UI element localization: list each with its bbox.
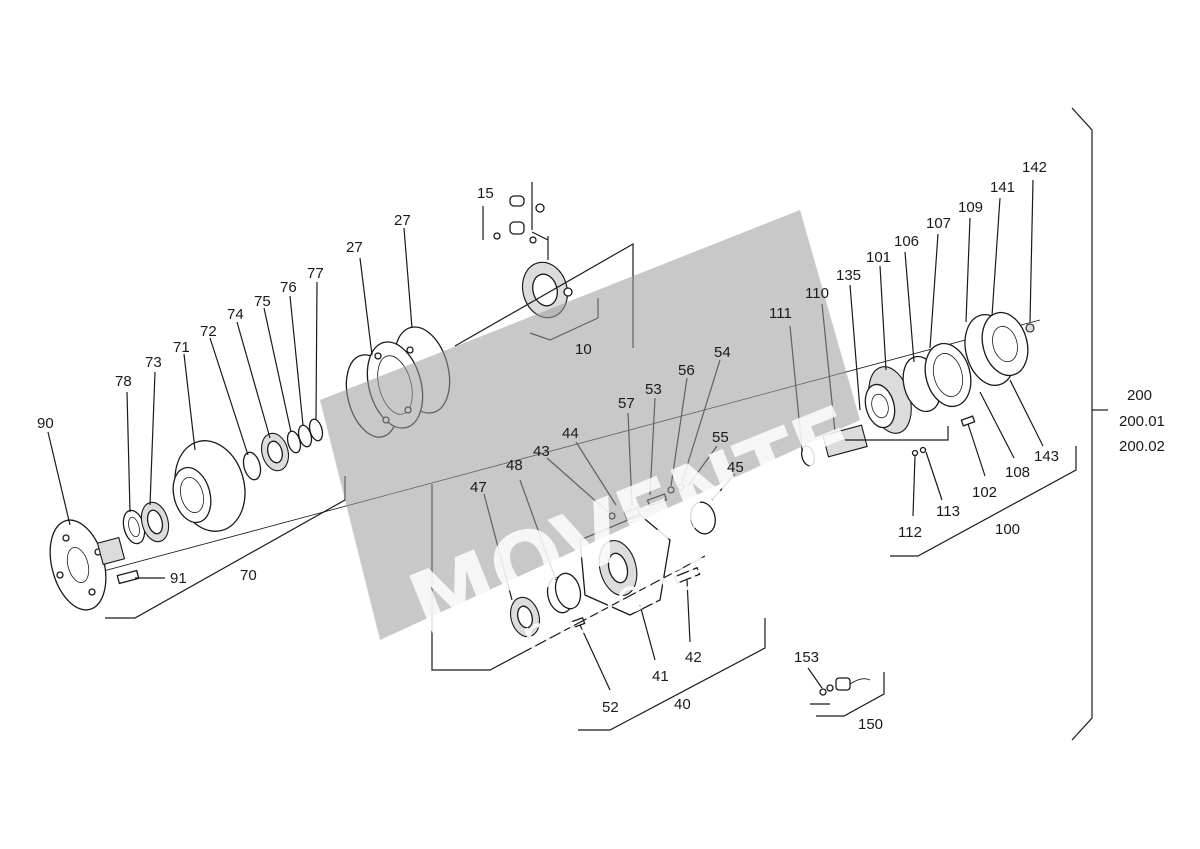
label-54: 54 [714,344,731,361]
label-109: 109 [958,199,983,216]
label-90: 90 [37,415,54,432]
drum-10 [521,261,573,319]
label-106: 106 [894,233,919,250]
label-141: 141 [990,179,1015,196]
label-57: 57 [618,395,635,412]
label-200-02: 200.02 [1119,438,1165,455]
label-52: 52 [602,699,619,716]
label-91: 91 [170,570,187,587]
label-101: 101 [866,249,891,266]
bearing-73 [140,501,170,543]
label-112: 112 [898,524,922,541]
label-77: 77 [307,265,324,282]
label-10: 10 [575,341,592,358]
label-55: 55 [712,429,729,446]
label-53: 53 [645,381,662,398]
snap-ring-72 [242,451,262,481]
snap-ring-111 [801,445,815,467]
label-200: 200 [1127,387,1152,404]
label-72: 72 [200,323,217,340]
label-102: 102 [972,484,997,501]
label-48: 48 [506,457,523,474]
label-44: 44 [562,425,579,442]
label-135: 135 [836,267,861,284]
label-15: 15 [477,185,494,202]
label-142: 142 [1022,159,1047,176]
label-78: 78 [115,373,132,390]
bearing-74 [260,432,290,472]
o-ring-45 [690,501,716,535]
label-108: 108 [1005,464,1030,481]
label-56: 56 [678,362,695,379]
label-74: 74 [227,306,244,323]
label-113: 113 [936,503,960,520]
screw-102 [960,415,976,427]
piston-47 [509,596,541,638]
label-200-01: 200.01 [1119,413,1165,430]
label-47: 47 [470,479,487,496]
label-111: 111 [769,305,792,322]
label-110: 110 [805,285,829,302]
label-75: 75 [254,293,271,310]
label-42: 42 [685,649,702,666]
label-71: 71 [173,339,190,356]
spring-48 [546,572,582,614]
label-143: 143 [1034,448,1059,465]
label-100: 100 [995,521,1020,538]
label-45: 45 [727,459,744,476]
label-41: 41 [652,668,669,685]
label-76: 76 [280,279,297,296]
label-107: 107 [926,215,951,232]
valve-parts-15 [493,195,545,244]
seals-75-77 [286,418,324,454]
label-27-top: 27 [394,212,411,229]
hub-71 [172,440,246,532]
watermark: MOVENTE movente.ru [320,210,870,664]
plug-142 [1025,323,1035,333]
label-70: 70 [240,567,257,584]
flange-90 [49,519,126,611]
screws-112-113 [911,446,927,457]
screw-42 [673,566,701,585]
label-40: 40 [674,696,691,713]
bolt-91 [116,569,140,585]
label-43: 43 [533,443,550,460]
cover-41 [579,514,671,616]
label-153: 153 [794,649,819,666]
shaft-110 [822,424,868,458]
sensor-153 [819,677,871,696]
part-labels: 15 27 27 10 77 76 75 74 72 71 73 78 90 9… [37,159,1165,733]
cover-109-141 [964,311,1029,386]
label-27-left: 27 [346,239,363,256]
label-150: 150 [858,716,883,733]
ring-106-107 [902,342,972,413]
label-73: 73 [145,354,162,371]
